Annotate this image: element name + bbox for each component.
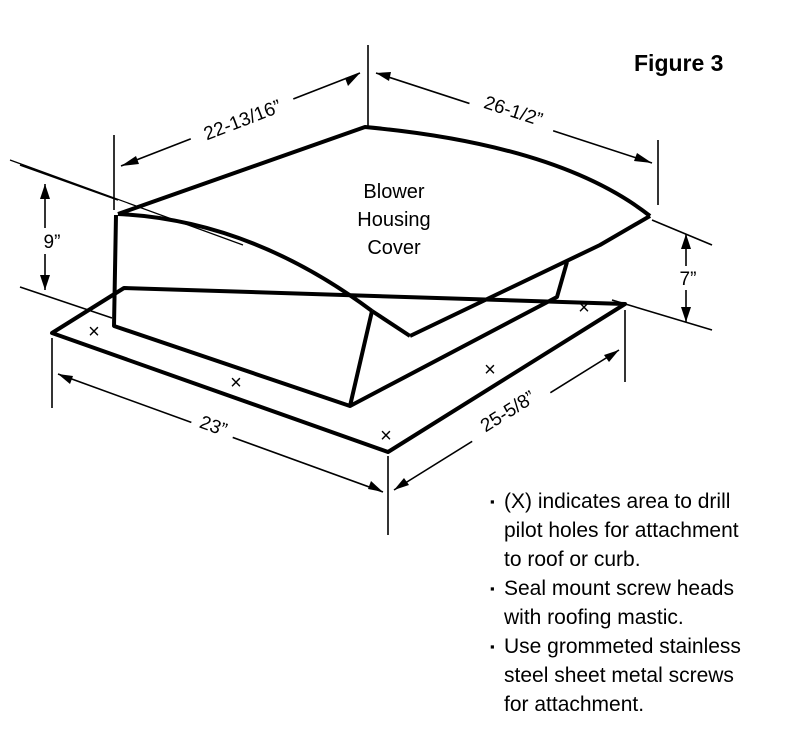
cover-label-line: Blower <box>363 181 424 203</box>
cover-label-line: Housing <box>357 209 430 231</box>
note-grommeted-screws: ▪ Use grommeted stainless steel sheet me… <box>490 632 800 719</box>
curved-top <box>117 212 374 313</box>
dimension-left-height: 9” <box>44 232 61 253</box>
cover-label-line: Cover <box>367 237 421 259</box>
drill-mark: × <box>578 297 590 319</box>
dimension-arrows <box>40 72 691 492</box>
figure-title: Figure 3 <box>634 50 724 76</box>
dimension-right-height: 7” <box>680 269 697 290</box>
drill-mark: × <box>380 425 392 447</box>
dimension-top-left: 22-13/16” <box>201 96 284 145</box>
note-line: Seal mount screw heads <box>504 577 734 600</box>
right-curve <box>409 214 652 338</box>
note-line: with roofing mastic. <box>504 606 684 629</box>
dimension-base-depth: 25-5/8” <box>477 387 539 437</box>
note-seal-screws: ▪ Seal mount screw heads with roofing ma… <box>490 574 800 632</box>
note-line: for attachment. <box>504 693 645 716</box>
note-line: to roof or curb. <box>504 548 641 571</box>
note-line: Use grommeted stainless <box>504 635 741 658</box>
note-line: pilot holes for attachment <box>504 519 739 542</box>
top-edge <box>117 125 652 218</box>
ridge-line <box>370 309 412 338</box>
note-drill-holes: ▪ (X) indicates area to drill pilot hole… <box>490 487 800 574</box>
dimension-top-right: 26-1/2” <box>481 92 545 131</box>
blower-housing <box>112 125 652 408</box>
front-panel <box>112 214 374 408</box>
installation-notes: ▪ (X) indicates area to drill pilot hole… <box>490 487 800 719</box>
base-flange <box>50 286 627 454</box>
drill-marks: × × × × × <box>88 297 590 447</box>
bullet-icon: ▪ <box>490 494 495 509</box>
note-line: (X) indicates area to drill <box>504 490 731 513</box>
note-line: steel sheet metal screws <box>504 664 734 687</box>
bullet-icon: ▪ <box>490 581 495 596</box>
bullet-icon: ▪ <box>490 639 495 654</box>
roof-projection-line <box>9 159 244 246</box>
right-panel <box>349 261 569 408</box>
drill-mark: × <box>230 372 242 394</box>
drill-mark: × <box>484 359 496 381</box>
drill-mark: × <box>88 321 100 343</box>
